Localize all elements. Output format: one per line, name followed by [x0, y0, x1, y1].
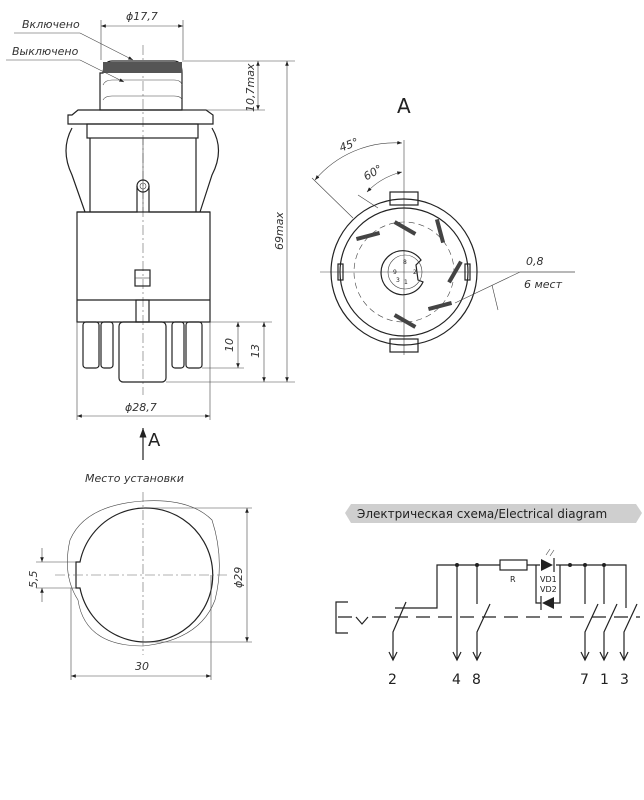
- terminal-label: 7: [580, 672, 589, 688]
- diagram-title: Электрическая схема/Electrical diagram: [357, 507, 607, 521]
- mounting-hole: Место установки 5,5 ϕ29 30: [27, 472, 252, 680]
- view-arrow-label: A: [148, 430, 161, 451]
- hub-number: 2: [413, 269, 417, 276]
- terminal-label: 3: [620, 672, 629, 688]
- diode-vd2: [540, 596, 554, 610]
- flange: [67, 109, 214, 125]
- dim-body-diameter: ϕ28,7: [125, 401, 157, 414]
- dim-button-travel: 10,7max: [244, 63, 257, 112]
- pin-count: 6 мест: [524, 278, 563, 291]
- pins: [82, 321, 203, 383]
- dim-hole-diameter: ϕ29: [232, 567, 245, 588]
- knurl: [103, 62, 182, 73]
- dim-total-height: 69max: [273, 212, 286, 250]
- view-a: A 8 2 1 9 3 45° 60° 0,8 6 м: [311, 94, 575, 355]
- dim-pin-10: 10: [223, 338, 236, 352]
- hub-number: 9: [393, 269, 397, 276]
- electrical-diagram: Электрическая схема/Electrical diagram R…: [335, 504, 642, 688]
- resistor-label: R: [510, 575, 516, 584]
- pin-thickness: 0,8: [526, 255, 544, 268]
- label-off: Выключено: [12, 45, 79, 58]
- hub-number: 3: [396, 277, 400, 284]
- contact-blades: [355, 218, 463, 329]
- angle-60: 60°: [361, 162, 384, 183]
- label-on: Включено: [22, 18, 80, 31]
- housing: [76, 211, 211, 323]
- vd1-label: VD1: [540, 575, 557, 584]
- dim-key-width: 5,5: [27, 571, 40, 589]
- terminal-label: 2: [388, 672, 397, 688]
- hub-number: 8: [403, 259, 407, 266]
- hub-number: 1: [404, 279, 408, 286]
- dim-button-diameter: ϕ17,7: [126, 10, 158, 23]
- mounting-title: Место установки: [85, 472, 184, 485]
- view-a-title: A: [397, 94, 411, 118]
- terminal-label: 4: [452, 672, 461, 688]
- dim-width: 30: [135, 660, 149, 673]
- dim-pin-13: 13: [249, 344, 262, 358]
- led-vd1: [541, 548, 555, 572]
- side-view: Включено Выключено ϕ17,7 10,7max 69max 1…: [6, 10, 295, 460]
- angle-45: 45°: [338, 136, 361, 155]
- diagram-banner: [345, 504, 642, 523]
- terminal-label: 8: [472, 672, 481, 688]
- resistor: [499, 559, 528, 571]
- terminal-label: 1: [600, 672, 609, 688]
- vd2-label: VD2: [540, 585, 557, 594]
